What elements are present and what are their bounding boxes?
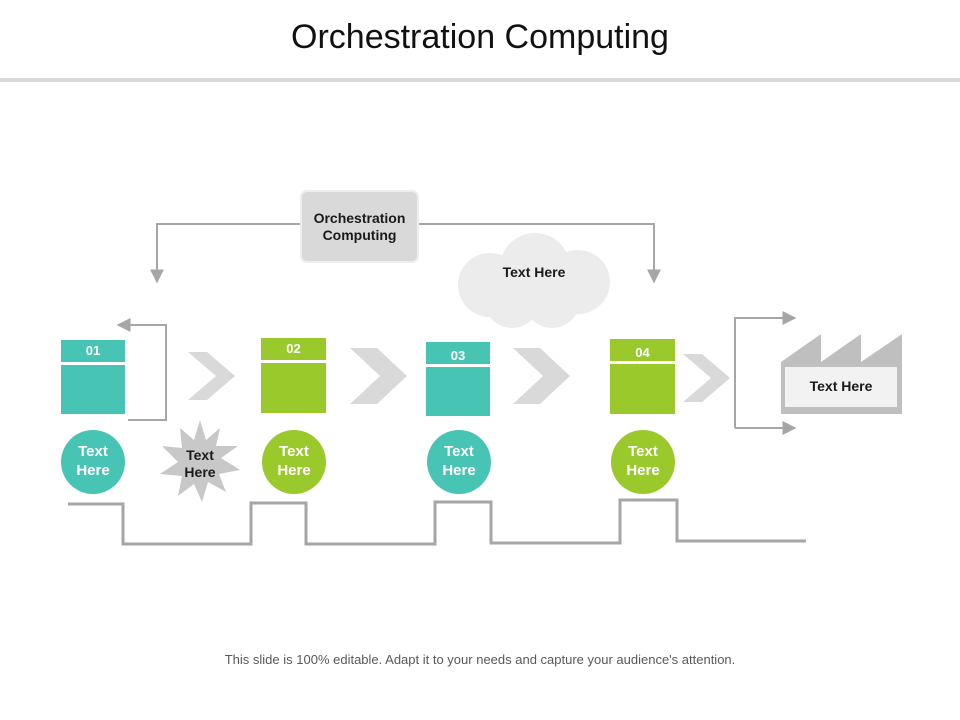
chevron-arrow-icon [513, 348, 570, 404]
step-03 [426, 342, 490, 416]
connector-left [150, 223, 303, 284]
step-circle-label: Text Here [626, 443, 660, 479]
step-01-circle [61, 430, 125, 494]
step-number: 01 [85, 342, 101, 358]
step-number: 03 [450, 347, 466, 363]
timeline-wave [68, 498, 806, 546]
title-divider [0, 78, 960, 82]
step-circle-label: Text Here [76, 443, 110, 479]
top-box-label: Orchestration Computing [313, 209, 406, 244]
connector-right [416, 223, 661, 284]
step-number: 02 [286, 340, 301, 356]
factory-panel [785, 367, 897, 407]
step-number: 04 [635, 344, 650, 360]
step-04 [610, 339, 675, 414]
step-02-circle [262, 430, 326, 494]
step-01 [61, 340, 125, 414]
cloud-label: Text Here [502, 264, 566, 281]
slide-title: Orchestration Computing [291, 18, 669, 56]
factory-connector-top [734, 311, 797, 428]
loop-connector [116, 318, 167, 421]
step-02 [261, 338, 326, 413]
step-03-circle [427, 430, 491, 494]
chevron-arrow-icon [188, 352, 235, 400]
step-04-circle [611, 430, 675, 494]
step-circle-label: Text Here [277, 443, 311, 479]
factory-label: Text Here [809, 378, 873, 395]
top-box [300, 190, 419, 263]
slide-footer: This slide is 100% editable. Adapt it to… [224, 652, 736, 667]
burst-label: Text Here [184, 446, 216, 481]
starburst-icon [160, 420, 240, 502]
step-circle-label: Text Here [442, 443, 476, 479]
cloud-icon [458, 233, 610, 328]
chevron-arrow-icon [350, 348, 407, 404]
chevron-arrow-icon [683, 354, 730, 402]
